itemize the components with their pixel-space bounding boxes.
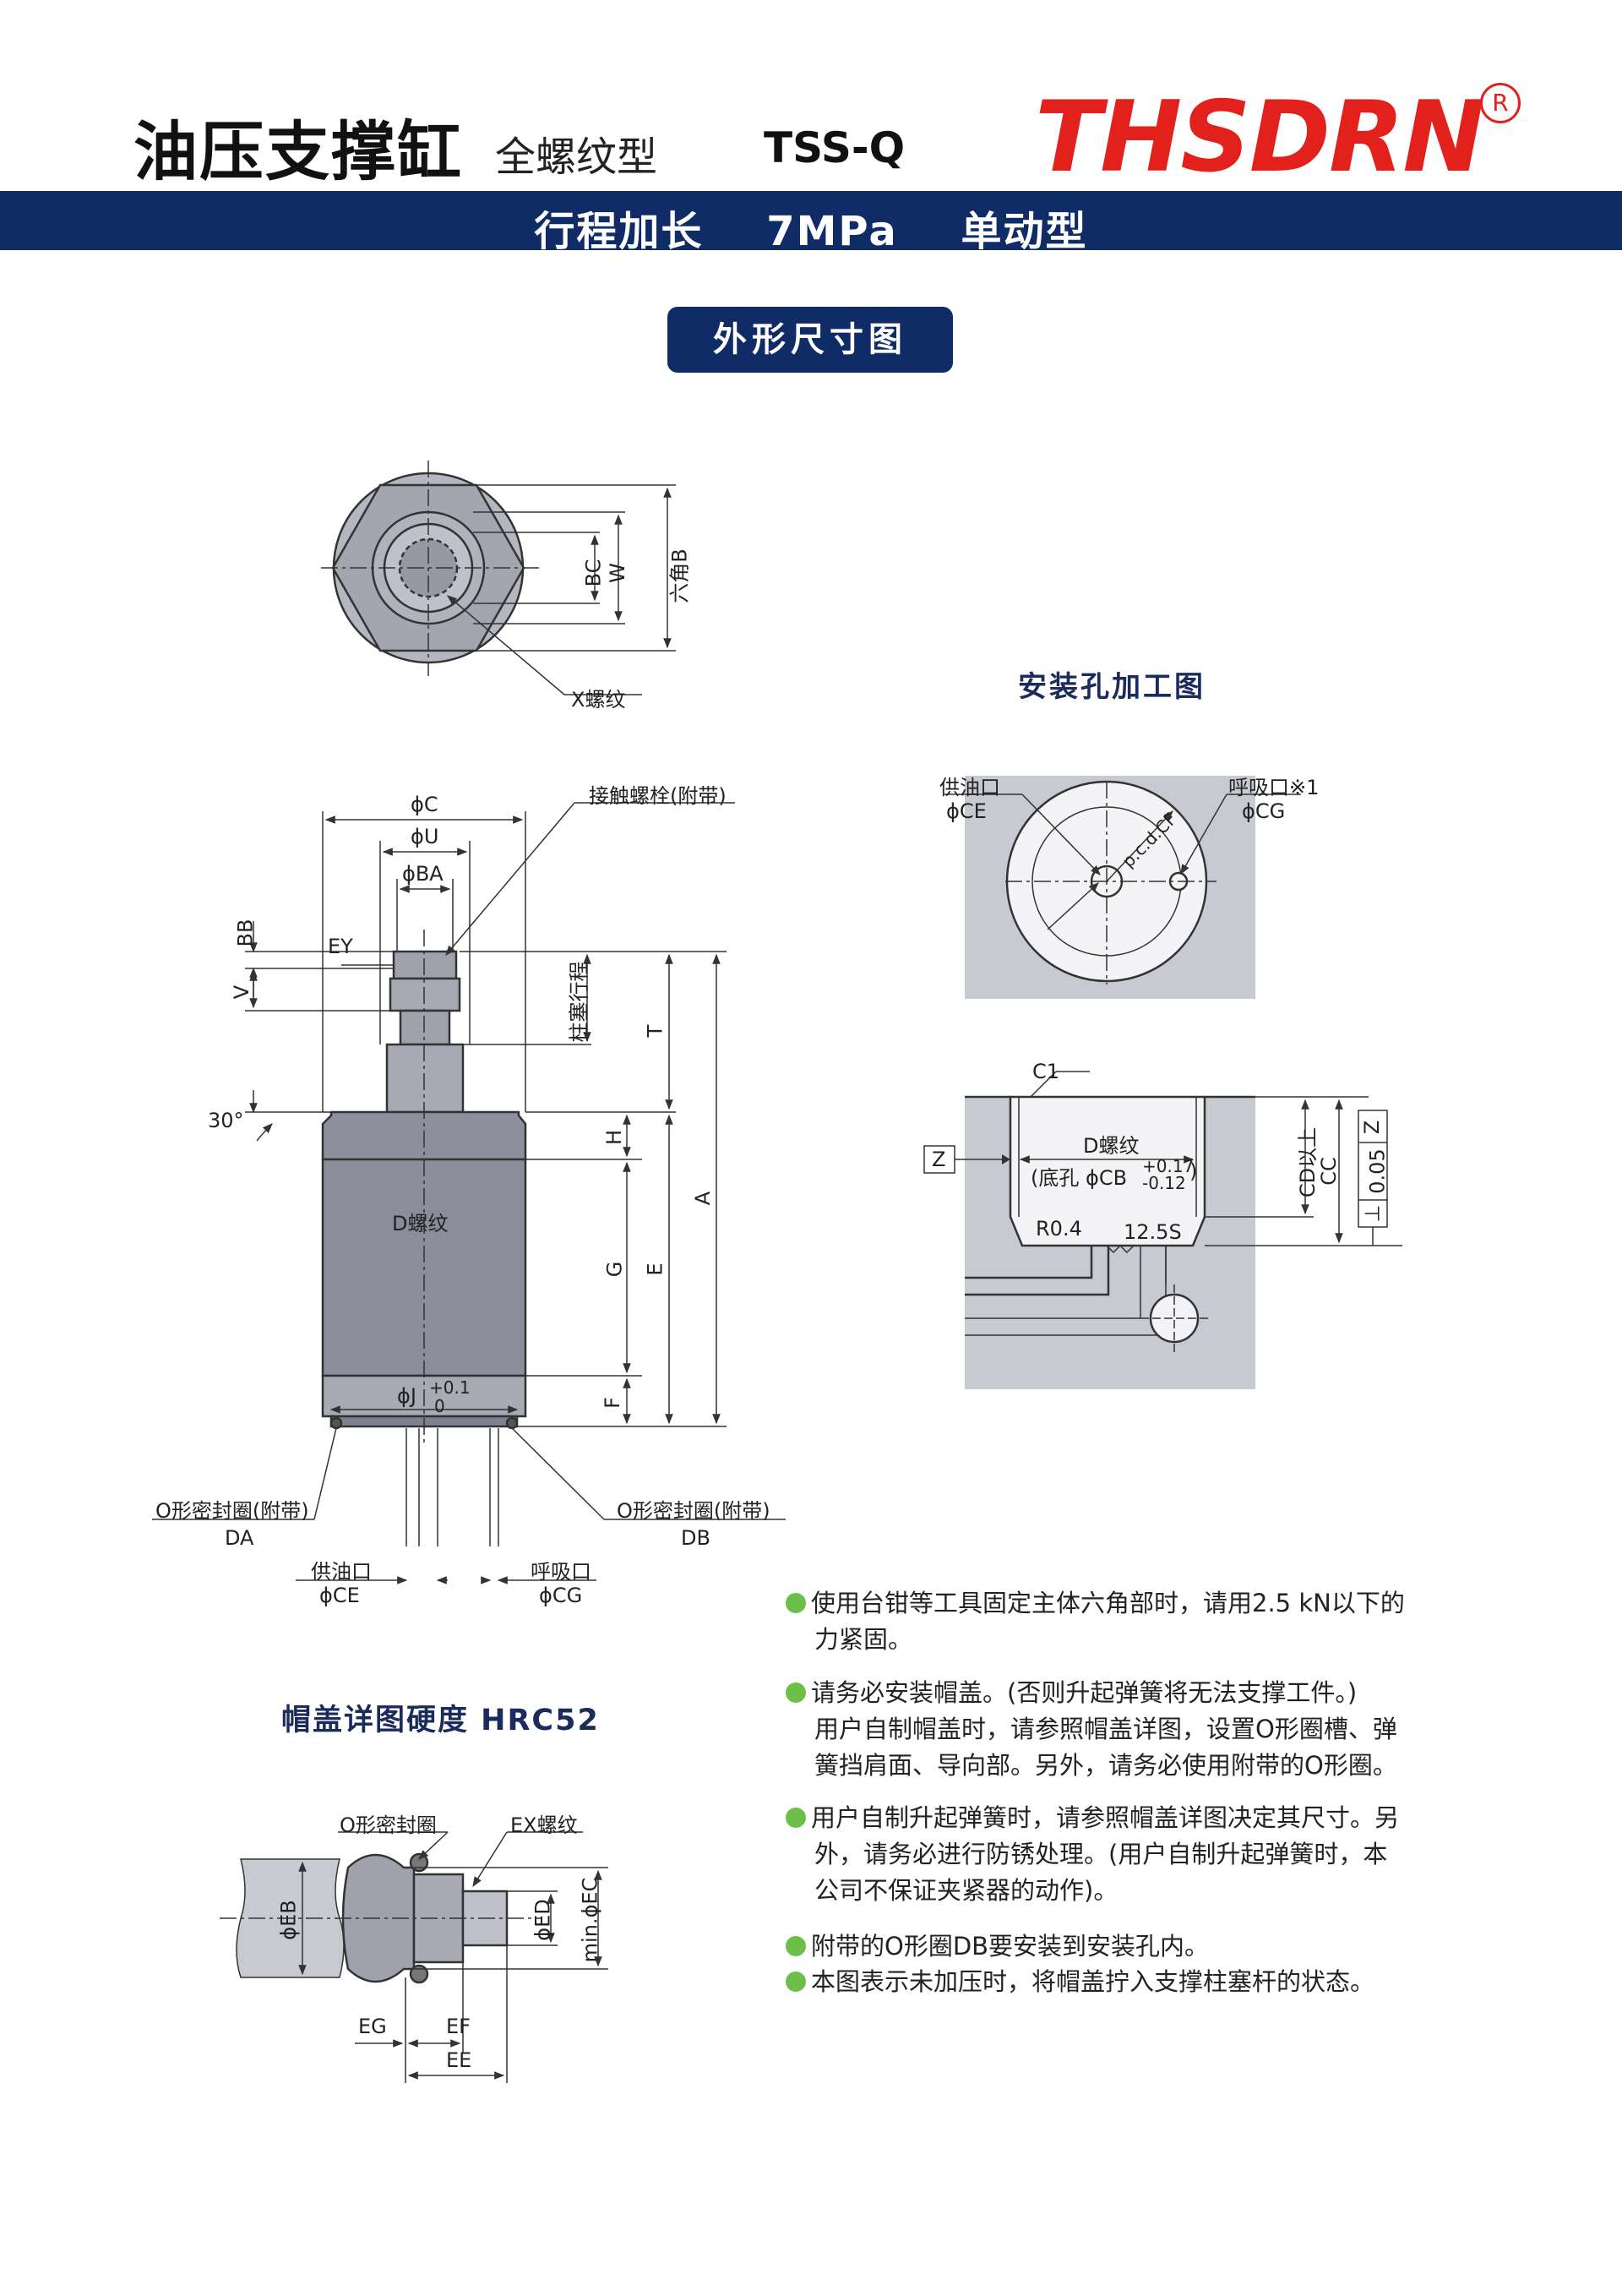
cap-dim-phi-eb: ϕEB bbox=[276, 1900, 301, 1940]
spec-banner-text: 行程加长 7MPa 单动型 bbox=[534, 208, 1088, 255]
dim-phi-j: ϕJ bbox=[397, 1384, 416, 1408]
label-oring-da: O形密封圈(附带) bbox=[155, 1499, 309, 1523]
dim-h: H bbox=[602, 1129, 627, 1146]
label-breather-port: 呼吸口 bbox=[531, 1560, 591, 1584]
install-dim-c1: C1 bbox=[1032, 1060, 1060, 1083]
install-hole-title: 安装孔加工图 bbox=[1018, 670, 1206, 704]
dim-phi-u: ϕU bbox=[411, 825, 439, 848]
install-paren-close: ) bbox=[1189, 1159, 1198, 1183]
spec-banner: 行程加长 7MPa 单动型 bbox=[0, 191, 1622, 255]
note-text: 本图表示未加压时，将帽盖拧入支撑柱塞杆的状态。 bbox=[811, 1967, 1375, 1996]
dim-phi-ce: ϕCE bbox=[319, 1584, 360, 1607]
install-tol-value: 0.05 bbox=[1365, 1148, 1390, 1194]
label-plunger-stroke: 柱塞行程 bbox=[567, 961, 591, 1043]
dim-bc: BC bbox=[581, 559, 606, 587]
note-item: 附带的O形圈DB要安装到安装孔内。 bbox=[786, 1928, 1487, 1965]
note-text: 簧挡肩面、导向部。另外，请务必使用附带的O形圈。 bbox=[814, 1751, 1397, 1780]
install-roughness: 12.5S bbox=[1124, 1220, 1182, 1244]
dim-phi-j-tol-lower: 0 bbox=[434, 1396, 445, 1416]
cap-dim-ee: EE bbox=[446, 2048, 472, 2072]
dim-bb: BB bbox=[233, 919, 258, 947]
main-side-view bbox=[152, 802, 786, 1584]
install-datum-z: Z bbox=[932, 1148, 946, 1171]
page-title: 油压支撑缸 bbox=[133, 114, 463, 189]
cap-label-ex-thread: EX螺纹 bbox=[510, 1813, 578, 1837]
install-dim-phi-ce: ϕCE bbox=[946, 799, 987, 823]
label-da: DA bbox=[225, 1526, 254, 1550]
dim-e: E bbox=[643, 1263, 667, 1276]
install-label-breather-port: 呼吸口※1 bbox=[1228, 776, 1320, 799]
dim-hex-b: 六角B bbox=[667, 548, 692, 603]
dim-phi-c: ϕC bbox=[411, 793, 438, 816]
note-item: 请务必安装帽盖。(否则升起弹簧将无法支撑工件。) 用户自制帽盖时，请参照帽盖详图… bbox=[786, 1675, 1487, 1784]
install-dim-cc: CC bbox=[1316, 1157, 1341, 1186]
brand-logo: THSDRN bbox=[1035, 80, 1484, 194]
dim-g: G bbox=[602, 1261, 627, 1278]
install-label-bottom-hole: (底孔 ϕCB bbox=[1031, 1166, 1128, 1190]
top-view bbox=[321, 461, 676, 695]
bullet-icon bbox=[786, 1936, 806, 1956]
note-item: 用户自制升起弹簧时，请参照帽盖详图决定其尺寸。另 外，请务必进行防锈处理。(用户… bbox=[786, 1800, 1487, 1909]
note-text: 公司不保证夹紧器的动作)。 bbox=[814, 1876, 1119, 1905]
cap-dim-ef: EF bbox=[446, 2015, 471, 2038]
bullet-icon bbox=[786, 1682, 806, 1703]
note-item: 使用台钳等工具固定主体六角部时，请用2.5 kN以下的 力紧固。 bbox=[786, 1585, 1487, 1658]
cap-label-oring: O形密封圈 bbox=[340, 1813, 437, 1837]
install-cb-tol-lower: -0.12 bbox=[1142, 1173, 1186, 1193]
note-text: 力紧固。 bbox=[814, 1625, 913, 1654]
label-x-thread: X螺纹 bbox=[571, 688, 626, 712]
cap-detail-view bbox=[220, 1831, 608, 2083]
install-tol-datum-z: Z bbox=[1360, 1120, 1385, 1135]
bullet-icon bbox=[786, 1593, 806, 1613]
registered-mark: R bbox=[1480, 83, 1521, 123]
note-text: 外，请务必进行防锈处理。(用户自制升起弹簧时，本 bbox=[814, 1840, 1388, 1868]
page-subtitle: 全螺纹型 bbox=[495, 134, 658, 181]
dim-a: A bbox=[691, 1191, 716, 1206]
dim-ey: EY bbox=[328, 935, 353, 958]
label-supply-port: 供油口 bbox=[311, 1560, 372, 1584]
install-plan-view bbox=[944, 776, 1301, 999]
note-text: 附带的O形圈DB要安装到安装孔内。 bbox=[811, 1932, 1210, 1961]
note-item: 本图表示未加压时，将帽盖拧入支撑柱塞杆的状态。 bbox=[786, 1964, 1487, 2000]
dim-phi-ba: ϕBA bbox=[402, 862, 444, 886]
label-oring-db: O形密封圈(附带) bbox=[617, 1499, 770, 1523]
install-label-d-thread: D螺纹 bbox=[1083, 1134, 1140, 1158]
bullet-icon bbox=[786, 1808, 806, 1828]
install-section-view bbox=[923, 1071, 1402, 1389]
cap-dim-min-phi-ec: min.ϕEC bbox=[578, 1877, 602, 1963]
cap-detail-title: 帽盖详图硬度 HRC52 bbox=[281, 1704, 600, 1737]
cap-dim-phi-ed: ϕED bbox=[531, 1899, 555, 1941]
install-label-supply-port: 供油口 bbox=[939, 776, 1000, 799]
label-db: DB bbox=[681, 1526, 710, 1550]
label-contact-bolt: 接触螺栓(附带) bbox=[589, 784, 727, 808]
dim-phi-cg: ϕCG bbox=[539, 1584, 583, 1607]
install-tol-perp-symbol: ⊥ bbox=[1360, 1204, 1385, 1223]
bullet-icon bbox=[786, 1972, 806, 1992]
cap-dim-eg: EG bbox=[358, 2015, 387, 2038]
install-dim-phi-cg: ϕCG bbox=[1242, 799, 1286, 823]
section-heading-dimensions: 外形尺寸图 bbox=[667, 307, 953, 373]
dim-t: T bbox=[643, 1024, 667, 1038]
note-text: 请务必安装帽盖。(否则升起弹簧将无法支撑工件。) bbox=[811, 1678, 1358, 1707]
label-d-thread: D螺纹 bbox=[392, 1212, 449, 1235]
note-text: 使用台钳等工具固定主体六角部时，请用2.5 kN以下的 bbox=[811, 1589, 1405, 1617]
dim-f: F bbox=[600, 1397, 624, 1409]
dim-angle: 30° bbox=[208, 1109, 244, 1132]
model-number: TSS-Q bbox=[764, 123, 906, 172]
dim-phi-j-tol-upper: +0.1 bbox=[429, 1377, 471, 1398]
note-text: 用户自制升起弹簧时，请参照帽盖详图决定其尺寸。另 bbox=[811, 1803, 1400, 1832]
install-dim-r04: R0.4 bbox=[1036, 1217, 1082, 1241]
dim-w: W bbox=[605, 563, 629, 583]
install-cb-tol-upper: +0.17 bbox=[1142, 1156, 1195, 1176]
dim-v: V bbox=[230, 984, 254, 1000]
note-text: 用户自制帽盖时，请参照帽盖详图，设置O形圈槽、弹 bbox=[814, 1715, 1397, 1743]
